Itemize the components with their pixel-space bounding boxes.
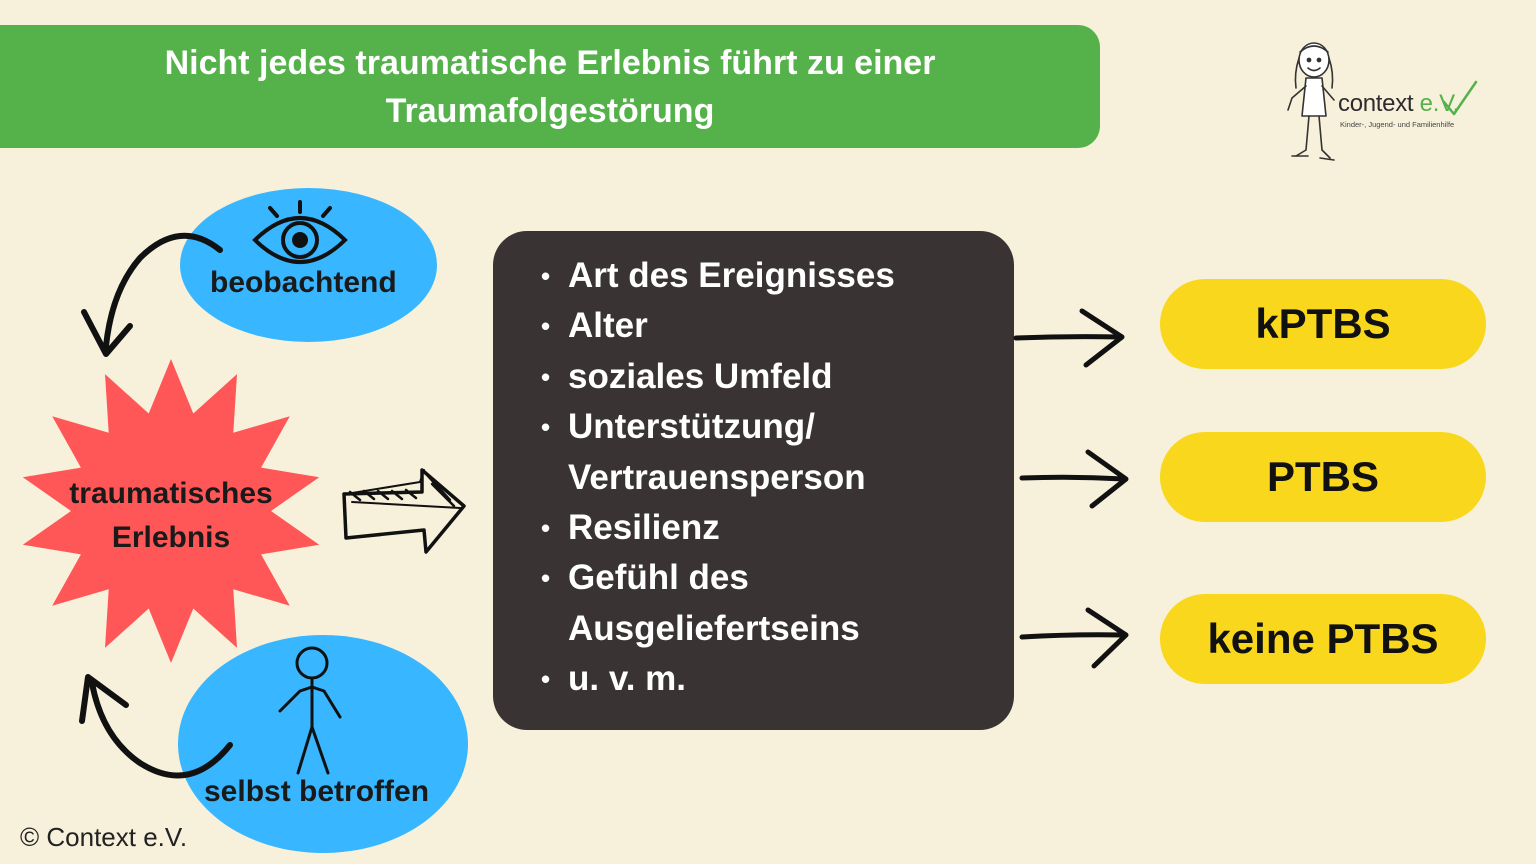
title-line-1: Nicht jedes traumatische Erlebnis führt … bbox=[164, 43, 936, 82]
arrow-right-icon bbox=[1019, 607, 1129, 669]
factors-box: Art des Ereignisses Alter soziales Umfel… bbox=[493, 231, 1014, 730]
affected-label: selbst betroffen bbox=[204, 775, 430, 808]
event-label: traumatisches Erlebnis bbox=[40, 472, 302, 560]
logo-wordmark: context e.V. bbox=[1338, 90, 1459, 118]
logo-tagline: Kinder-, Jugend- und Familienhilfe bbox=[1340, 120, 1455, 129]
arrow-right-icon bbox=[1013, 308, 1125, 368]
observing-blob bbox=[180, 188, 437, 342]
factor-item: Resilienz bbox=[539, 503, 1008, 554]
factor-item: Art des Ereignisses bbox=[539, 251, 1008, 302]
title-line-2: Traumafolgestörung bbox=[385, 91, 715, 130]
eye-icon bbox=[252, 200, 348, 264]
event-starburst bbox=[22, 359, 320, 663]
girl-mascot-icon bbox=[1287, 42, 1335, 161]
copyright-text: © Context e.V. bbox=[20, 822, 188, 852]
observing-label: beobachtend bbox=[210, 266, 397, 299]
factor-item: Alter bbox=[539, 301, 1008, 352]
outcome-keine-ptbs: keine PTBS bbox=[1160, 594, 1486, 684]
context-logo: context e.V. Kinder-, Jugend- und Famili… bbox=[1282, 38, 1492, 173]
factor-item: soziales Umfeld bbox=[539, 352, 1008, 403]
outcome-kptbs: kPTBS bbox=[1160, 279, 1486, 369]
logo-name: context bbox=[1338, 90, 1414, 117]
sketch-arrow-icon bbox=[342, 468, 466, 554]
factor-item: Unterstützung/ Vertrauensperson bbox=[539, 402, 868, 503]
stick-figure-icon bbox=[278, 646, 342, 775]
title-banner: Nicht jedes traumatische Erlebnis führt … bbox=[0, 25, 1100, 148]
factor-item: u. v. m. bbox=[539, 654, 1008, 705]
factors-list: Art des Ereignisses Alter soziales Umfel… bbox=[539, 251, 1008, 705]
event-label-line-1: traumatisches bbox=[69, 477, 273, 510]
checkmark-icon bbox=[1442, 80, 1478, 116]
factor-item: Gefühl des Ausgeliefertseins bbox=[539, 553, 898, 654]
curved-arrow-up-icon bbox=[79, 674, 233, 779]
event-label-line-2: Erlebnis bbox=[111, 521, 231, 554]
curved-arrow-down-icon bbox=[81, 232, 223, 357]
arrow-right-icon bbox=[1019, 449, 1129, 509]
outcome-ptbs: PTBS bbox=[1160, 432, 1486, 522]
